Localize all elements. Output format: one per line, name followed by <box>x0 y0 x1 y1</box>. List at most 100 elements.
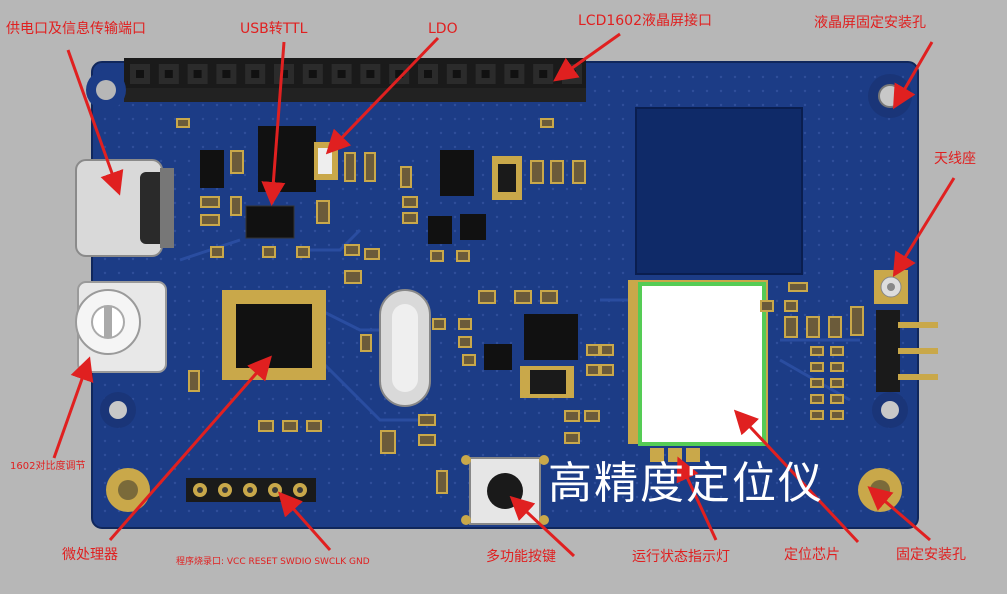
ic-small-3 <box>460 214 486 240</box>
smd-body <box>786 302 796 310</box>
annotation-arrows <box>52 32 956 558</box>
smd-body <box>552 162 562 182</box>
header-pin-hole <box>136 70 144 78</box>
program-pin-hole <box>222 487 228 493</box>
header-pin-hole <box>452 70 461 78</box>
header-pin-hole <box>251 70 260 78</box>
small-ic-power <box>200 150 224 188</box>
smd-body <box>832 348 842 354</box>
smd-body <box>852 308 862 334</box>
contrast-potentiometer <box>75 281 167 373</box>
smd-body <box>460 338 470 346</box>
smd-body <box>460 320 470 328</box>
smd-body <box>298 248 308 256</box>
smd-body <box>212 248 222 256</box>
label-mcu: 微处理器 <box>62 547 118 563</box>
ic-small-1 <box>440 150 474 196</box>
smd-body <box>602 366 612 374</box>
smd-body <box>812 396 822 402</box>
ic-small-4 <box>484 344 512 370</box>
label-status-led: 运行状态指示灯 <box>632 549 730 565</box>
ic-small-2 <box>428 216 452 244</box>
smd-body <box>812 348 822 354</box>
smd-body <box>832 364 842 370</box>
smd-body <box>318 202 328 222</box>
program-pin-hole <box>197 487 203 493</box>
smd-body <box>832 380 842 386</box>
mount-hole-bottom-right <box>858 468 902 512</box>
mount-hole-mid-right <box>872 392 908 428</box>
smd-body <box>586 412 598 420</box>
label-contrast: 1602对比度调节 <box>10 461 86 472</box>
smd-body <box>790 284 806 290</box>
right-pin-header <box>876 310 938 392</box>
usb-ttl-chip <box>245 205 295 239</box>
label-lcd-header: LCD1602液晶屏接口 <box>578 13 712 29</box>
smd-body <box>588 346 598 354</box>
smd-body <box>420 416 434 424</box>
smd-body <box>588 366 598 374</box>
smd-body <box>232 152 242 172</box>
smd-body <box>346 272 360 282</box>
smd-body <box>420 436 434 444</box>
program-pin-hole <box>247 487 253 493</box>
usb-c-port <box>75 159 174 257</box>
header-pin-hole <box>337 70 346 78</box>
smd-body <box>284 422 296 430</box>
mount-hole-bottom-left <box>106 468 150 512</box>
label-ldo: LDO <box>428 21 458 37</box>
smd-body <box>458 252 468 260</box>
smd-body <box>602 346 612 354</box>
header-pin-hole <box>424 70 432 78</box>
smd-body <box>812 412 822 418</box>
smd-body <box>404 214 416 222</box>
label-button: 多功能按键 <box>486 549 556 565</box>
capacitor-tantalum-1 <box>492 156 522 200</box>
ldo-regulator <box>258 126 338 192</box>
label-gps-chip: 定位芯片 <box>784 547 840 563</box>
multi-function-button <box>461 455 549 525</box>
smd-body <box>202 198 218 206</box>
smd-body <box>566 412 578 420</box>
smd-body <box>346 246 358 254</box>
label-mount-hole: 固定安装孔 <box>896 547 966 563</box>
label-lcd-mount-hole: 液晶屏固定安装孔 <box>814 15 926 31</box>
smd-body <box>264 248 274 256</box>
program-pin-hole <box>272 487 278 493</box>
smd-body <box>402 168 410 186</box>
smd-body <box>260 422 272 430</box>
mount-hole-mid-left <box>100 392 136 428</box>
label-antenna: 天线座 <box>934 151 976 167</box>
header-pin-hole <box>395 70 404 78</box>
smd-body <box>574 162 584 182</box>
header-pin-hole <box>510 70 519 78</box>
smd-body <box>178 120 188 126</box>
lcd-mount-area <box>635 107 803 275</box>
smd-body <box>812 380 822 386</box>
board-title: 高精度定位仪 <box>548 458 824 509</box>
smd-body <box>438 472 446 492</box>
smd-body <box>830 318 840 336</box>
mount-hole-top-left <box>86 70 126 110</box>
header-pin-hole <box>308 70 317 78</box>
smd-body <box>832 396 842 402</box>
header-pin-hole <box>539 70 548 78</box>
header-pin-hole <box>222 70 231 78</box>
smd-body <box>366 154 374 180</box>
capacitor-tantalum-2 <box>520 366 574 398</box>
smd-body <box>464 356 474 364</box>
smd-body <box>432 252 442 260</box>
smd-body <box>532 162 542 182</box>
smd-body <box>232 198 240 214</box>
program-header-pins <box>193 483 307 497</box>
smd-body <box>366 250 378 258</box>
label-power-port: 供电口及信息传输端口 <box>6 21 146 37</box>
program-pin-hole <box>297 487 303 493</box>
gps-module <box>628 280 768 446</box>
smd-body <box>202 216 218 224</box>
antenna-connector <box>874 270 908 304</box>
smd-body <box>566 434 578 442</box>
smd-body <box>434 320 444 328</box>
crystal-oscillator <box>379 289 431 407</box>
label-usb-ttl: USB转TTL <box>240 21 308 37</box>
